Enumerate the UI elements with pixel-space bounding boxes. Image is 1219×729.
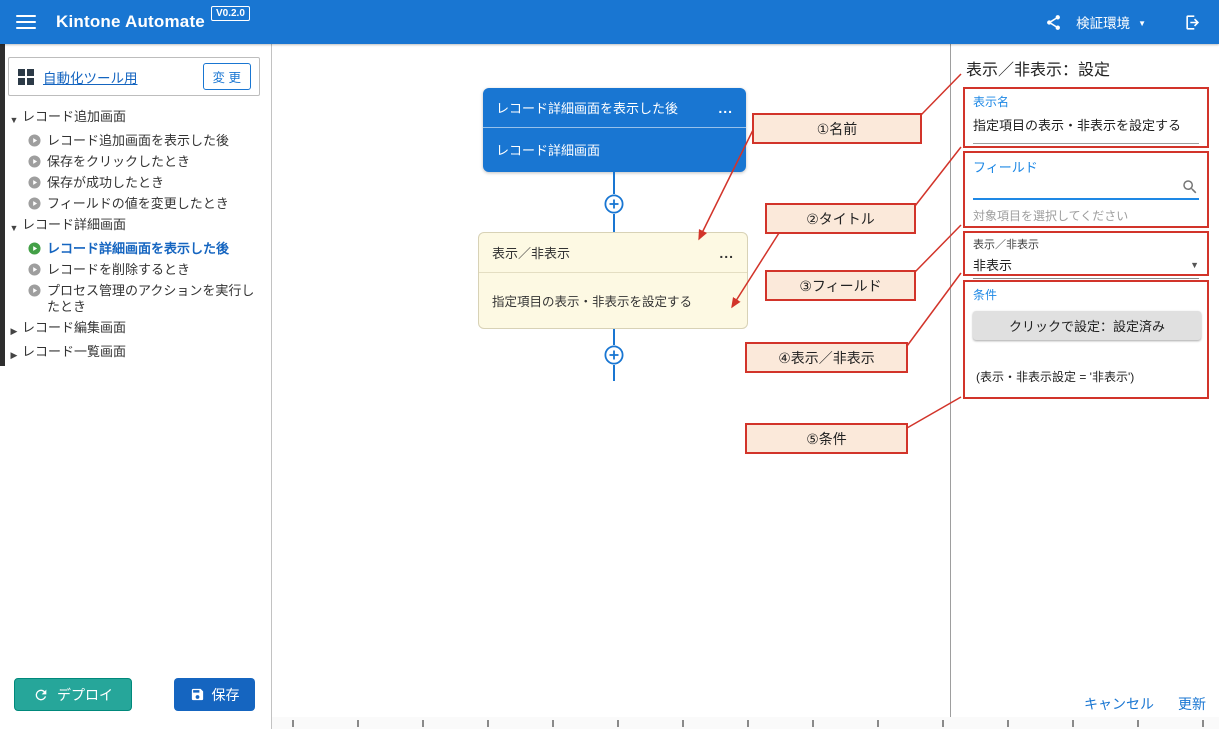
field-hint-text: 対象項目を選択してください <box>973 209 1129 223</box>
flow-connector <box>613 365 615 381</box>
tree-item-label: 保存をクリックしたとき <box>47 153 191 169</box>
annotation-name: ①名前 <box>752 113 922 144</box>
save-floppy-icon <box>190 687 205 702</box>
select-caret-icon[interactable]: ▼ <box>1190 259 1199 270</box>
event-tree: ▼ レコード追加画面 レコード追加画面を表示した後 保存をクリックしたとき 保存… <box>6 106 266 365</box>
tree-group-record-detail[interactable]: ▼ レコード詳細画面 <box>6 214 266 238</box>
tree-item-field-changed[interactable]: フィールドの値を変更したとき <box>6 193 266 214</box>
event-play-icon <box>28 284 41 297</box>
tree-group-record-add[interactable]: ▼ レコード追加画面 <box>6 106 266 130</box>
annotation-field: ③フィールド <box>765 270 916 301</box>
field-label: フィールド <box>973 160 1038 175</box>
caret-down-icon[interactable]: ▼ <box>9 222 19 233</box>
refresh-icon <box>33 687 49 703</box>
caret-right-icon[interactable]: ▶ <box>10 325 18 336</box>
display-name-label: 表示名 <box>973 95 1010 109</box>
action-node-title: 表示／非表示 <box>492 246 571 261</box>
condition-summary: (表示・非表示設定 = '非表示') <box>976 370 1135 384</box>
tree-item-save-clicked[interactable]: 保存をクリックしたとき <box>6 151 266 172</box>
deploy-button-label: デプロイ <box>57 686 113 703</box>
caret-down-icon[interactable]: ▼ <box>9 114 19 125</box>
environment-selector[interactable]: 検証環境 <box>1076 16 1131 31</box>
current-app-link[interactable]: 自動化ツール用 <box>43 70 138 86</box>
version-badge: V0.2.0 <box>210 6 250 21</box>
caret-right-icon[interactable]: ▶ <box>10 349 18 360</box>
action-node[interactable]: 表示／非表示 ... 指定項目の表示・非表示を設定する <box>478 232 748 329</box>
cancel-link[interactable]: キャンセル <box>1084 696 1154 712</box>
tree-item-detail-shown-active[interactable]: レコード詳細画面を表示した後 <box>6 238 266 259</box>
annotation-title: ②タイトル <box>765 203 916 234</box>
deploy-button[interactable]: デプロイ <box>14 678 132 711</box>
trigger-node-title: レコード詳細画面を表示した後 <box>496 101 679 116</box>
condition-set-button[interactable]: クリックで設定：設定済み <box>973 311 1201 340</box>
event-play-icon <box>28 155 41 168</box>
add-step-icon[interactable] <box>604 345 624 365</box>
visibility-selected-value[interactable]: 非表示 <box>973 258 1013 273</box>
display-name-input[interactable]: 指定項目の表示・非表示を設定する <box>973 115 1199 144</box>
tree-group-record-edit[interactable]: ▶ レコード編集画面 <box>6 317 266 341</box>
horizontal-scrollbar[interactable] <box>272 717 1219 729</box>
tree-item-label: レコード詳細画面を表示した後 <box>47 240 230 256</box>
tree-item-label: レコードを削除するとき <box>47 261 191 277</box>
event-play-icon <box>28 197 41 210</box>
save-button[interactable]: 保存 <box>174 678 255 711</box>
update-link[interactable]: 更新 <box>1178 696 1206 712</box>
tree-item-label: プロセス管理のアクションを実行したとき <box>47 282 255 314</box>
flow-canvas[interactable]: レコード詳細画面を表示した後 ... レコード詳細画面 表示／非表示 ... 指… <box>272 44 950 718</box>
hamburger-menu-icon[interactable] <box>16 11 42 33</box>
app-grid-icon <box>17 68 35 86</box>
field-select-group: フィールド 対象項目を選択してください <box>963 151 1209 228</box>
trigger-node[interactable]: レコード詳細画面を表示した後 ... レコード詳細画面 <box>483 88 746 172</box>
logout-icon[interactable] <box>1184 13 1203 32</box>
event-play-icon <box>28 176 41 189</box>
change-app-button[interactable]: 変 更 <box>202 63 251 90</box>
visibility-label: 表示／非表示 <box>973 239 1039 251</box>
condition-field-group: 条件 クリックで設定：設定済み (表示・非表示設定 = '非表示') <box>963 280 1209 399</box>
add-step-icon[interactable] <box>604 194 624 214</box>
scrollbar-ticks <box>272 720 1219 727</box>
panel-title: 表示／非表示：設定 <box>966 62 1111 79</box>
field-input[interactable] <box>973 176 1199 200</box>
search-icon[interactable] <box>1181 178 1199 196</box>
tree-item-record-delete[interactable]: レコードを削除するとき <box>6 259 266 280</box>
settings-panel: 表示／非表示：設定 表示名 指定項目の表示・非表示を設定する フィールド 対象項… <box>950 44 1219 718</box>
flow-connector <box>613 214 615 232</box>
tree-group-label: レコード詳細画面 <box>22 216 127 232</box>
flow-connector <box>613 329 615 345</box>
action-node-subtitle: 指定項目の表示・非表示を設定する <box>492 295 693 309</box>
node-menu-icon[interactable]: ... <box>719 244 734 261</box>
sidebar: 自動化ツール用 変 更 ▼ レコード追加画面 レコード追加画面を表示した後 保存… <box>0 44 272 729</box>
app-title: Kintone Automate <box>56 12 205 31</box>
condition-label: 条件 <box>973 288 998 302</box>
annotation-visibility: ④表示／非表示 <box>745 342 908 373</box>
app-header: Kintone Automate V0.2.0 検証環境 ▼ <box>0 0 1219 44</box>
tree-item-save-success[interactable]: 保存が成功したとき <box>6 172 266 193</box>
annotation-condition: ⑤条件 <box>745 423 908 454</box>
node-menu-icon[interactable]: ... <box>718 99 733 116</box>
tree-group-label: レコード追加画面 <box>22 108 127 124</box>
trigger-node-subtitle: レコード詳細画面 <box>496 143 601 158</box>
tree-group-record-list[interactable]: ▶ レコード一覧画面 <box>6 341 266 365</box>
visibility-select-group[interactable]: 表示／非表示 非表示 ▼ <box>963 231 1209 279</box>
save-button-label: 保存 <box>211 686 240 703</box>
sidebar-edge-strip <box>0 44 5 366</box>
flow-connector <box>613 172 615 194</box>
event-play-icon <box>28 134 41 147</box>
event-play-icon-active <box>28 242 41 255</box>
current-app-box: 自動化ツール用 変 更 <box>8 57 260 96</box>
event-play-icon <box>28 263 41 276</box>
tree-item-label: 保存が成功したとき <box>47 174 165 190</box>
tree-item-process-action[interactable]: プロセス管理のアクションを実行したとき <box>6 280 266 317</box>
tree-item-add-shown[interactable]: レコード追加画面を表示した後 <box>6 130 266 151</box>
tree-item-label: フィールドの値を変更したとき <box>47 195 229 211</box>
tree-group-label: レコード編集画面 <box>22 319 127 335</box>
tree-group-label: レコード一覧画面 <box>22 343 127 359</box>
display-name-field-group: 表示名 指定項目の表示・非表示を設定する <box>963 87 1209 148</box>
share-icon[interactable] <box>1045 14 1062 31</box>
chevron-down-icon[interactable]: ▼ <box>1138 18 1146 28</box>
tree-item-label: レコード追加画面を表示した後 <box>47 132 230 148</box>
